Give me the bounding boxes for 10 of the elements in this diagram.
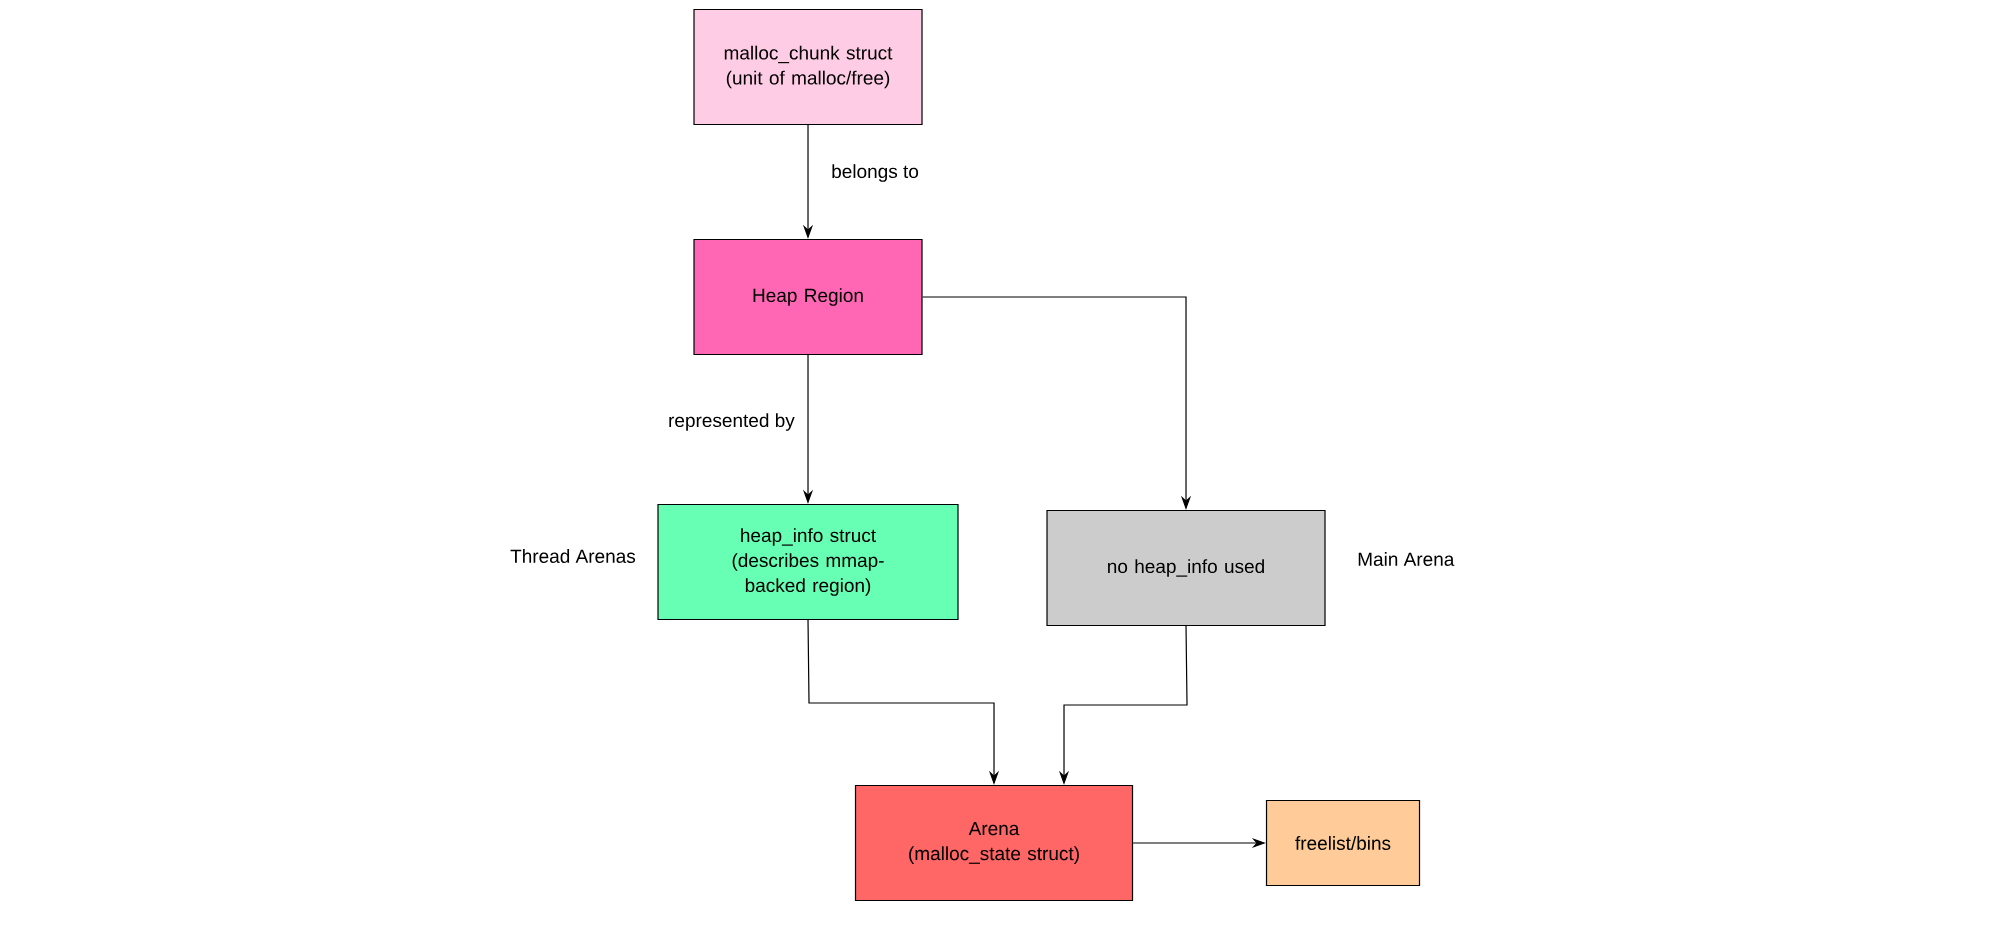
side-label: Thread Arenas <box>510 549 636 563</box>
process-box: heap_info struct (describes mmap-backed region) <box>657 503 959 621</box>
process-box: no heap_info used <box>1046 509 1326 627</box>
edge-label: belongs to <box>829 162 921 184</box>
process-box: Heap Region <box>693 238 923 356</box>
process-box: malloc_chunk struct (unit of malloc/free) <box>693 8 923 126</box>
process-box: freelist/bins <box>1265 799 1421 887</box>
edge-label: represented by <box>666 411 797 433</box>
side-label: Main Arena <box>1358 552 1455 566</box>
process-box: Arena (malloc_state struct) <box>854 784 1134 902</box>
